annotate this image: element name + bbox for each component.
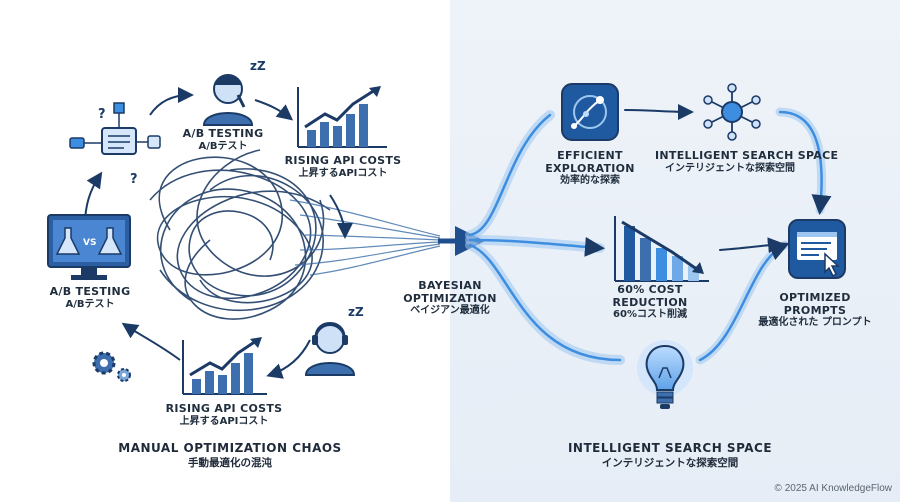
declining-chart-icon xyxy=(614,216,709,282)
label-ja: 60%コスト削減 xyxy=(613,309,687,321)
label-rising-costs-top: RISING API COSTS 上昇するAPIコスト xyxy=(283,154,403,179)
label-ja: A/Bテスト xyxy=(198,140,248,152)
section-title-ja: 手動最適化の混沌 xyxy=(188,457,272,469)
rising-chart-icon xyxy=(182,337,267,395)
section-title-ja: インテリジェントな探索空間 xyxy=(601,457,739,469)
left-section-title: MANUAL OPTIMIZATION CHAOS 手動最適化の混沌 xyxy=(100,441,360,470)
question-mark: ? xyxy=(130,172,138,187)
intelligent-streams xyxy=(465,103,832,365)
label-en: A/B TESTING xyxy=(182,127,264,140)
label-ja: 上昇するAPIコスト xyxy=(298,167,388,179)
tired-headset-person-icon xyxy=(304,322,356,376)
section-title-en: INTELLIGENT SEARCH SPACE xyxy=(567,441,773,455)
label-ja: ベイジアン最適化 xyxy=(410,305,490,317)
label-en: BAYESIAN OPTIMIZATION xyxy=(403,279,497,305)
label-ja: インテリジェントな探索空間 xyxy=(665,162,795,174)
sleep-mark: zZ xyxy=(348,305,364,319)
label-ja: A/Bテスト xyxy=(65,298,115,310)
label-rising-costs-bottom: RISING API COSTS 上昇するAPIコスト xyxy=(164,402,284,427)
label-en: EFFICIENT EXPLORATION xyxy=(545,149,635,175)
label-en: 60% COST REDUCTION xyxy=(612,283,688,309)
label-ja: 最適化された プロンプト xyxy=(758,317,872,329)
gears-icon xyxy=(92,351,131,382)
section-title-en: MANUAL OPTIMIZATION CHAOS xyxy=(118,441,342,455)
copyright-text: © 2025 AI KnowledgeFlow xyxy=(774,483,892,494)
question-mark: ? xyxy=(98,107,106,122)
label-en: OPTIMIZED PROMPTS xyxy=(779,291,851,317)
stressed-person-icon xyxy=(202,74,254,126)
label-intelligent-search-space: INTELLIGENT SEARCH SPACE インテリジェントな探索空間 xyxy=(655,149,839,174)
optimized-prompts-icon xyxy=(788,219,846,279)
sleep-mark: zZ xyxy=(250,59,266,73)
label-efficient-exploration: EFFICIENT EXPLORATION 効率的な探索 xyxy=(530,149,650,187)
label-en: INTELLIGENT SEARCH SPACE xyxy=(655,149,839,162)
network-hub-icon xyxy=(703,83,761,141)
label-ab-testing-top: A/B TESTING A/Bテスト xyxy=(163,127,283,152)
label-ja: 上昇するAPIコスト xyxy=(179,415,269,427)
chaos-streams xyxy=(289,199,441,276)
efficient-exploration-icon xyxy=(561,83,619,141)
monitor-ab-test-icon: VS xyxy=(47,214,131,280)
flowchart-icon: ? ? xyxy=(69,102,161,187)
rising-chart-icon xyxy=(297,86,387,148)
vs-text: VS xyxy=(83,238,96,248)
label-bayesian-optimization: BAYESIAN OPTIMIZATION ベイジアン最適化 xyxy=(395,279,505,317)
label-ab-testing-left: A/B TESTING A/Bテスト xyxy=(30,285,150,310)
label-en: A/B TESTING xyxy=(49,285,131,298)
lightbulb-icon xyxy=(637,340,693,409)
chaos-tangle xyxy=(149,149,331,320)
label-en: RISING API COSTS xyxy=(165,402,283,415)
label-en: RISING API COSTS xyxy=(284,154,402,167)
label-optimized-prompts: OPTIMIZED PROMPTS 最適化された プロンプト xyxy=(755,291,875,329)
label-cost-reduction: 60% COST REDUCTION 60%コスト削減 xyxy=(590,283,710,321)
right-section-title: INTELLIGENT SEARCH SPACE インテリジェントな探索空間 xyxy=(530,441,810,470)
label-ja: 効率的な探索 xyxy=(560,175,620,187)
